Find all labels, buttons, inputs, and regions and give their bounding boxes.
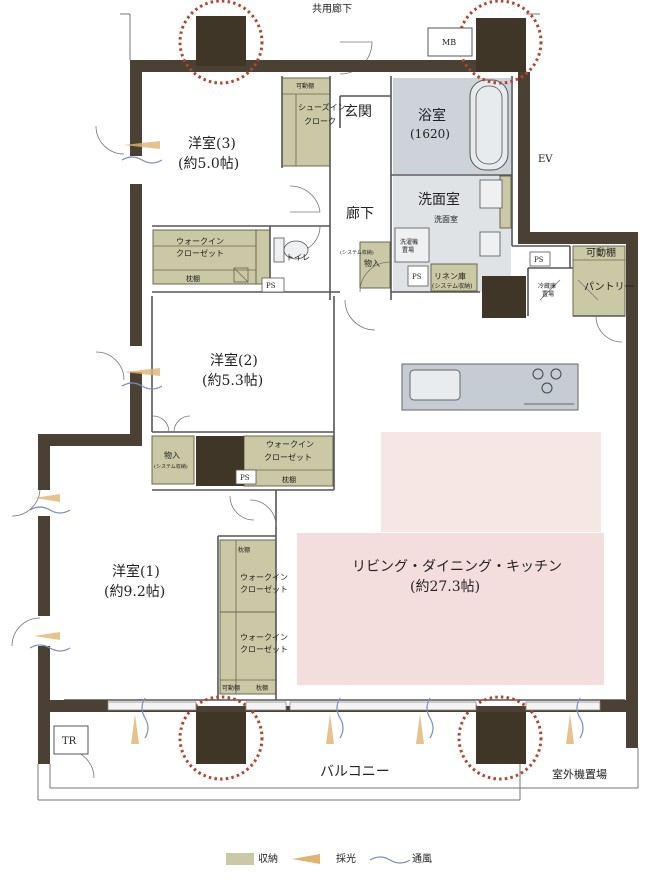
legend-light-icon — [292, 854, 320, 864]
room1-size-label: (約9.2帖) — [104, 584, 165, 600]
legend-wind-label: 通風 — [412, 853, 432, 865]
shelf-room1-label: 枕棚 — [238, 546, 250, 554]
toilet-label: トイレ — [286, 253, 310, 262]
ldk-size-label: (約27.3帖) — [410, 579, 480, 595]
walkin-room1-label-a: ウォークイン — [240, 573, 288, 582]
closet-room1-label-b: クローゼット — [240, 644, 288, 654]
ps-label-4: PS — [534, 256, 544, 264]
washroom-label: 洗面室 — [418, 191, 460, 208]
ldk-highlight-lower — [297, 533, 604, 685]
walkin-room1-label-b: ウォークイン — [240, 633, 288, 642]
ps-label-3: PS — [240, 474, 250, 482]
legend-storage-label: 収納 — [258, 852, 278, 865]
column-bottom-right — [476, 712, 526, 764]
shoes-cloak — [281, 77, 331, 167]
tr-box — [53, 725, 89, 755]
common-corridor-label: 共用廊下 — [312, 2, 352, 15]
wash-basin-icon — [479, 179, 503, 209]
entrance-label: 玄関 — [344, 103, 372, 120]
outdoor-unit-label: 室外機置場 — [552, 767, 607, 781]
ps-label-2: PS — [412, 273, 422, 281]
column-top-left — [196, 16, 246, 66]
tr-label: TR — [62, 736, 77, 747]
washer-area — [394, 227, 430, 263]
room3-size-label: (約5.0帖) — [178, 156, 239, 172]
stove-icon — [532, 368, 562, 394]
fridge-label-2: 置場 — [542, 290, 554, 298]
washer-label-2: 置場 — [402, 246, 414, 254]
walkin-room3-label: ウォークイン — [176, 237, 224, 246]
walkin-closet-room1-a — [219, 539, 277, 613]
washer-label: 洗濯機 — [400, 238, 418, 246]
room2-size-label: (約5.3帖) — [202, 373, 263, 389]
shelf-room1-adjustable: 可動棚 — [222, 684, 240, 692]
closet-room1-label-a: クローゼット — [240, 584, 288, 594]
storage-room2-label: 物入 — [164, 450, 180, 460]
walkin-closet-room2 — [243, 435, 334, 487]
legend: 収納 採光 通風 — [226, 852, 432, 865]
column-bottom-left — [196, 712, 246, 764]
closet-room3-label: クローゼット — [176, 248, 224, 258]
pantry — [572, 245, 626, 317]
shoes-cloak-label-2: クローク — [304, 117, 336, 126]
legend-storage-swatch — [226, 853, 254, 865]
storage-toilet-shelf — [255, 229, 271, 285]
wind-icons — [29, 156, 584, 739]
room3-label: 洋室(3) — [188, 135, 236, 152]
shelf-room1-label-2: 枕棚 — [256, 684, 268, 692]
ps-label-1: PS — [266, 282, 276, 290]
closet-room2-label: クローゼット — [264, 452, 312, 462]
corridor-label: 廊下 — [346, 205, 374, 222]
storage-center — [359, 241, 391, 289]
storage-center-label: 物入 — [364, 258, 380, 268]
bath-vanity — [479, 231, 501, 257]
mb-label: MB — [442, 38, 456, 47]
mb-box — [427, 27, 473, 57]
column-kitchen — [482, 276, 526, 318]
room2-label: 洋室(2) — [210, 352, 258, 369]
toilet-icon — [273, 237, 309, 263]
bath-size-label: (1620) — [410, 127, 450, 141]
fridge-label: 冷蔵庫 — [538, 282, 556, 290]
linen-sub-label: (システム収納) — [432, 282, 473, 290]
kitchen-sink — [409, 369, 461, 401]
bath-label: 浴室 — [418, 107, 446, 124]
ev-label: EV — [538, 154, 553, 165]
ldk-highlight-upper — [381, 432, 601, 532]
linen-storage — [430, 263, 478, 292]
balcony-label: バルコニー — [320, 764, 390, 780]
pantry-label: パントリー — [584, 281, 635, 293]
storage-room2 — [151, 435, 195, 485]
legend-wind-icon — [369, 856, 411, 864]
adjustable-shelf-pantry: 可動棚 — [586, 246, 616, 259]
light-ray-icons — [34, 141, 574, 744]
legend-light-label: 採光 — [336, 852, 356, 865]
column-top-right — [476, 18, 526, 72]
storage-center-sub-label: (システム収納) — [340, 249, 374, 256]
walkin-room2-label: ウォークイン — [266, 440, 314, 449]
ldk-label: リビング・ダイニング・キッチン — [352, 559, 562, 575]
shoes-shelf-label: 可動棚 — [296, 82, 314, 90]
room1-label: 洋室(1) — [112, 563, 160, 580]
shelf-room2-label: 枕棚 — [282, 475, 296, 484]
storage-room2-sub-label: (システム収納) — [154, 463, 188, 470]
linen-label: リネン庫 — [434, 271, 466, 281]
shoes-cloak-label: シューズイン — [298, 102, 346, 112]
shelf-room3-label: 枕棚 — [186, 274, 200, 283]
washroom-sub-label: 洗面室 — [434, 214, 458, 224]
